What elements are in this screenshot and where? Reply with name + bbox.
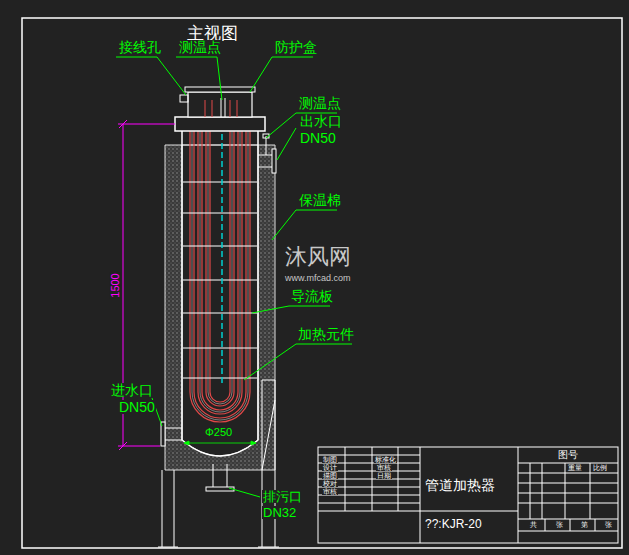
- part-label: 排污口: [262, 490, 303, 503]
- watermark: 沐风网: [284, 246, 352, 268]
- table-cell: 设计: [322, 464, 338, 471]
- model-number: ??:KJR-20: [424, 518, 483, 530]
- dimension: 1500: [110, 272, 121, 298]
- part-label: 进水口: [110, 383, 154, 397]
- part-label: 加热元件: [297, 327, 355, 341]
- table-cell: 共: [529, 521, 538, 528]
- table-cell: 日期: [376, 472, 392, 479]
- table-cell: 第: [580, 521, 589, 528]
- table-cell: 描图: [322, 472, 338, 479]
- table-cell: 审核: [376, 464, 392, 471]
- drawing-name: 管道加热器: [424, 478, 496, 492]
- size-label: DN32: [262, 506, 297, 519]
- part-label: 接线孔: [118, 40, 162, 54]
- table-cell: 校对: [322, 480, 338, 487]
- table-cell: 图号: [557, 450, 579, 460]
- part-label: 测温点: [178, 40, 222, 54]
- part-label: 保温棉: [298, 193, 342, 207]
- watermark: www.mfcad.com: [284, 274, 352, 283]
- size-label: DN50: [118, 400, 156, 414]
- table-cell: 重量: [567, 464, 583, 471]
- part-label: 导流板: [290, 289, 334, 303]
- table-cell: 审核: [322, 488, 338, 495]
- part-label: 测温点: [298, 96, 342, 110]
- table-cell: 比例: [592, 464, 608, 471]
- table-cell: 张: [555, 521, 564, 528]
- dimension: Φ250: [204, 427, 233, 438]
- table-cell: 制图: [322, 456, 338, 463]
- size-label: DN50: [299, 131, 337, 145]
- part-label: 出水口: [299, 114, 343, 128]
- table-cell: 标准化: [374, 456, 397, 463]
- table-cell: 张: [604, 521, 613, 528]
- part-label: 防护盒: [274, 40, 318, 54]
